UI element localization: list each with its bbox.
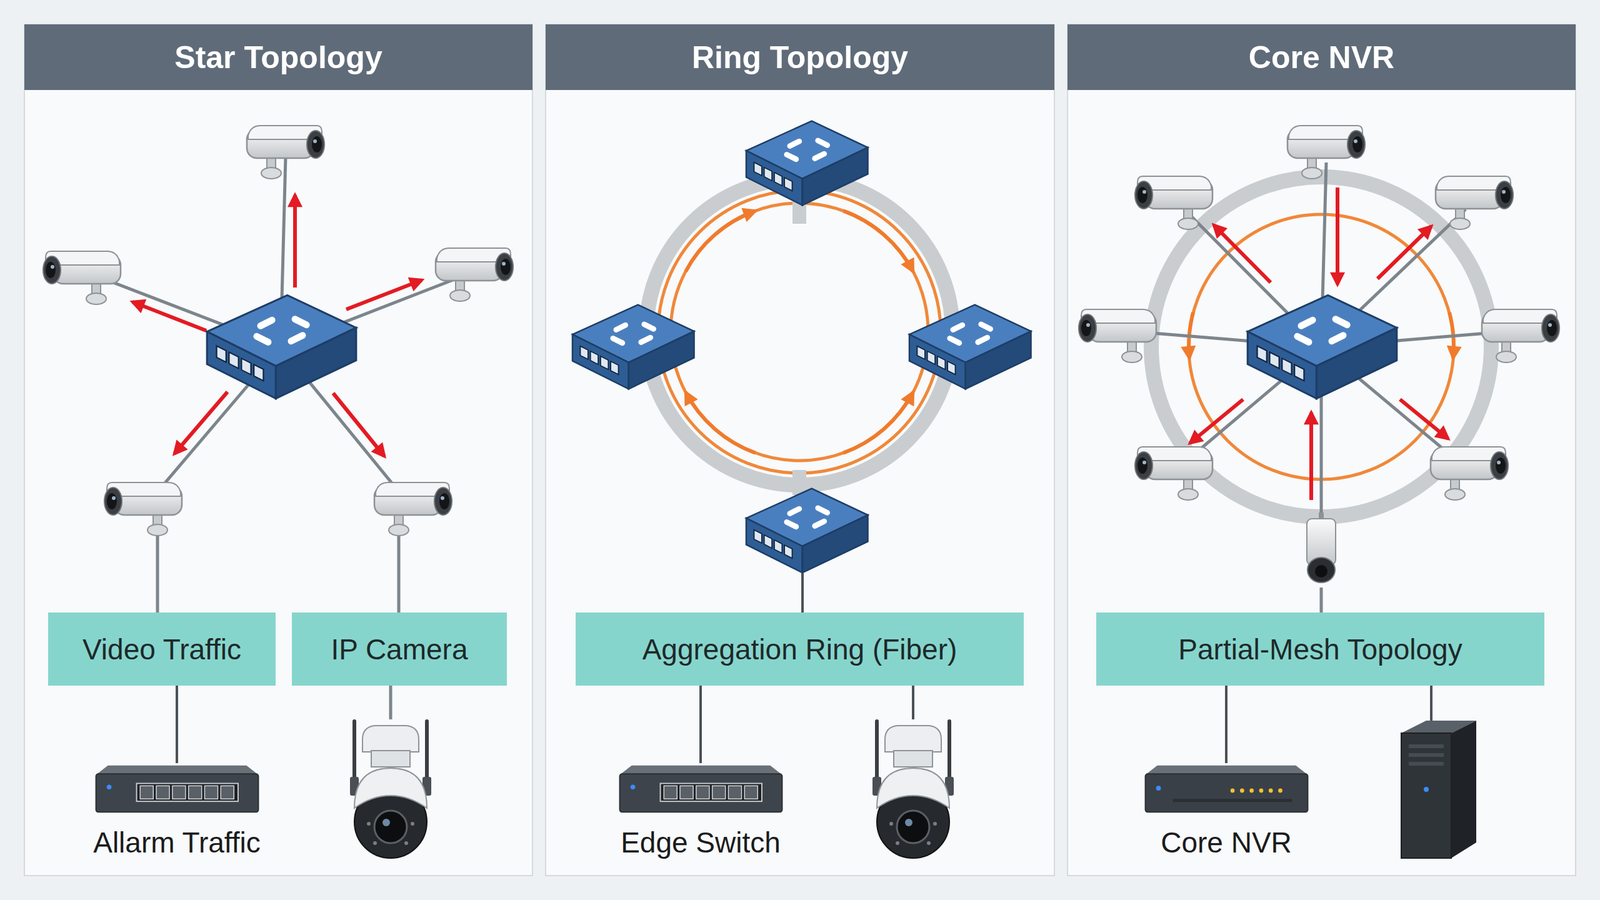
device-symbol [95, 765, 259, 813]
device-caption: Allarm Traffic [93, 825, 261, 860]
star-illustration [43, 251, 121, 305]
mesh-illustration [1190, 399, 1244, 444]
panel-ground [1067, 24, 1576, 876]
box-label: Partial-Mesh Topology [1178, 632, 1462, 667]
connector-line [699, 685, 702, 764]
star-illustration [350, 719, 432, 859]
box-label: Video Traffic [82, 632, 242, 667]
star-illustration [174, 391, 228, 454]
mesh-illustration [1135, 176, 1213, 230]
ring-illustration [572, 305, 695, 390]
mesh-illustration [1287, 125, 1365, 179]
device-icon: Edge Switch [615, 763, 787, 860]
ring-illustration [872, 719, 954, 859]
device-icon: Allarm Traffic [91, 763, 263, 860]
topology-panel: Core NVRPartial-Mesh TopologyCore NVR [1067, 24, 1576, 876]
star-illustration [397, 535, 401, 613]
star-illustration [246, 125, 325, 179]
device-symbol [619, 765, 782, 813]
ring-illustration [685, 210, 914, 453]
box-label: Aggregation Ring (Fiber) [642, 632, 958, 667]
header-bar: Ring Topology [545, 24, 1055, 90]
mesh-illustration [1137, 162, 1504, 613]
device-symbol [1141, 763, 1312, 817]
mesh-illustration [1377, 226, 1432, 279]
box-label: IP Camera [330, 632, 468, 667]
star-illustration [206, 295, 357, 399]
star-illustration [132, 301, 207, 331]
header-bar: Core NVR [1067, 24, 1576, 90]
device-icon: Core NVR [1141, 763, 1312, 860]
ring-illustration [843, 210, 914, 272]
device-symbol [1145, 765, 1308, 813]
ring-illustration [685, 392, 755, 454]
panel-heading: Core NVR [1248, 39, 1395, 76]
star-illustration [104, 482, 182, 536]
mesh-illustration [1335, 187, 1340, 285]
device-symbol [615, 763, 787, 817]
mesh-illustration [1430, 685, 1433, 721]
device-symbol [91, 763, 263, 817]
ring-illustration [843, 392, 914, 454]
label-box: IP Camera [291, 612, 507, 686]
label-box: Partial-Mesh Topology [1096, 612, 1545, 686]
star-illustration [132, 195, 422, 457]
mesh-illustration [1430, 446, 1509, 500]
star-illustration [43, 125, 514, 859]
mesh-illustration [1247, 295, 1397, 399]
mesh-illustration [1435, 176, 1514, 230]
ring-illustration [909, 305, 1032, 390]
mesh-illustration [1078, 125, 1560, 859]
device-caption: Edge Switch [620, 825, 781, 860]
ring-illustration [746, 121, 869, 206]
mesh-illustration [1135, 446, 1213, 500]
panel-ground [24, 24, 533, 876]
mesh-illustration [1306, 512, 1336, 583]
ring-illustration [801, 573, 804, 613]
label-box: Video Traffic [48, 612, 276, 686]
star-illustration [374, 482, 452, 536]
topology-panel: Ring TopologyAggregation Ring (Fiber) Edg… [545, 24, 1055, 876]
ring-illustration [658, 190, 941, 474]
mesh-illustration [1400, 399, 1449, 439]
topology-panel: Star TopologyVideo Traffic IP CameraAllar… [24, 24, 533, 876]
mesh-illustration [1401, 720, 1477, 859]
star-illustration [389, 685, 393, 720]
star-illustration [156, 535, 160, 613]
mesh-illustration [1213, 225, 1271, 283]
panel-heading: Star Topology [174, 39, 382, 76]
ring-illustration [572, 121, 1032, 859]
panel-ground [545, 24, 1055, 876]
ring-illustration [685, 210, 755, 272]
panel-ground [24, 24, 1576, 876]
device-caption: Core NVR [1160, 825, 1292, 860]
star-illustration [346, 280, 422, 310]
star-illustration [435, 248, 514, 302]
ring-illustration [911, 685, 915, 720]
mesh-illustration [1190, 187, 1449, 500]
mesh-illustration [1320, 587, 1324, 613]
connector-line [1225, 685, 1228, 764]
header-bar: Star Topology [24, 24, 533, 90]
label-box: Aggregation Ring (Fiber) [575, 612, 1024, 686]
mesh-illustration [1481, 309, 1560, 363]
ring-illustration [670, 203, 929, 461]
ring-illustration [746, 488, 869, 574]
star-illustration [293, 195, 297, 288]
mesh-illustration [1309, 412, 1314, 500]
panel-heading: Ring Topology [691, 39, 909, 76]
mesh-illustration [1078, 309, 1157, 363]
connector-line [175, 685, 179, 764]
star-illustration [333, 393, 385, 457]
